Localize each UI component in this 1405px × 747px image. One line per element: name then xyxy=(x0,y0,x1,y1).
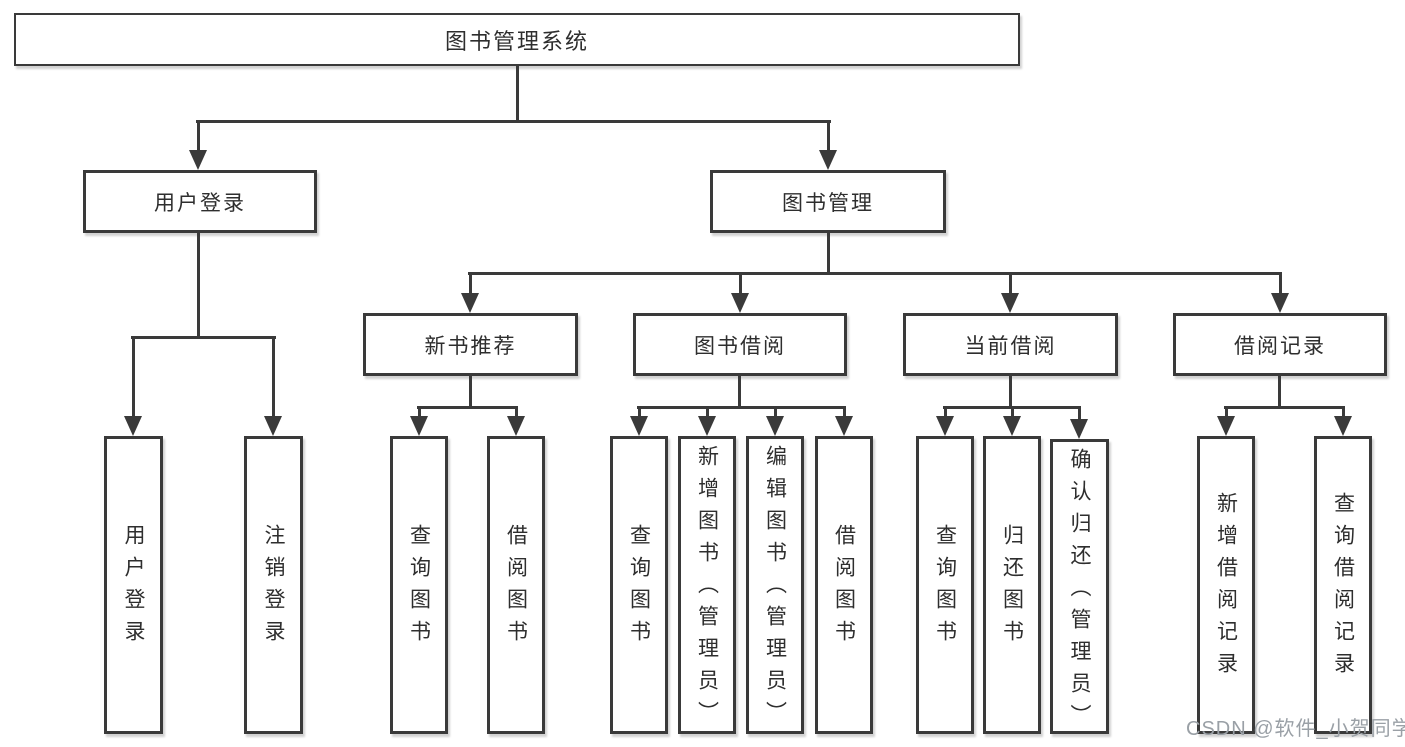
leaf-user-login-label: 用户登录 xyxy=(122,524,145,652)
connector-line xyxy=(827,232,830,275)
connector-line xyxy=(131,337,135,418)
leaf-query-books-recommend: 查询图书 xyxy=(390,436,448,734)
leaf-confirm-return-admin: 确认归还（管理员） xyxy=(1050,439,1109,736)
connector-line xyxy=(417,406,518,409)
node-book-management-label: 图书管理 xyxy=(782,191,874,215)
leaf-user-login: 用户登录 xyxy=(104,436,163,734)
connector-line xyxy=(1278,273,1282,295)
connector-line xyxy=(1341,407,1345,418)
connector-line xyxy=(468,273,472,295)
leaf-borrow-books-recommend: 借阅图书 xyxy=(487,436,545,734)
connector-line xyxy=(773,407,777,418)
node-book-borrowing: 图书借阅 xyxy=(633,313,847,376)
arrowhead-icon xyxy=(936,416,954,436)
connector-line xyxy=(131,336,276,339)
arrowhead-icon xyxy=(766,416,784,436)
node-book-borrowing-label: 图书借阅 xyxy=(694,334,786,358)
leaf-borrow-books-borrowing: 借阅图书 xyxy=(815,436,873,734)
connector-line xyxy=(842,407,846,418)
node-user-login-label: 用户登录 xyxy=(154,191,246,215)
arrowhead-icon xyxy=(1070,419,1088,439)
connector-line xyxy=(1278,376,1281,409)
connector-line xyxy=(417,407,421,418)
connector-line xyxy=(468,272,1282,275)
arrowhead-icon xyxy=(698,416,716,436)
arrowhead-icon xyxy=(410,416,428,436)
arrowhead-icon xyxy=(507,416,525,436)
arrowhead-icon xyxy=(1217,416,1235,436)
leaf-add-borrow-record: 新增借阅记录 xyxy=(1197,436,1255,734)
connector-line xyxy=(1077,407,1081,421)
node-user-login: 用户登录 xyxy=(83,170,317,233)
connector-line xyxy=(516,66,519,122)
connector-line xyxy=(1008,273,1012,295)
arrowhead-icon xyxy=(461,293,479,313)
connector-line xyxy=(705,407,709,418)
connector-line xyxy=(637,406,846,409)
node-borrowing-records: 借阅记录 xyxy=(1173,313,1387,376)
connector-line xyxy=(738,376,741,409)
leaf-query-borrow-record: 查询借阅记录 xyxy=(1314,436,1372,734)
leaf-query-books-current-label: 查询图书 xyxy=(933,524,957,652)
arrowhead-icon xyxy=(630,416,648,436)
node-current-borrowing: 当前借阅 xyxy=(903,313,1118,376)
arrowhead-icon xyxy=(1001,293,1019,313)
arrowhead-icon xyxy=(835,416,853,436)
connector-line xyxy=(738,273,742,295)
leaf-query-books-current: 查询图书 xyxy=(916,436,974,734)
arrowhead-icon xyxy=(124,416,142,436)
arrowhead-icon xyxy=(1271,293,1289,313)
leaf-query-books-borrowing-label: 查询图书 xyxy=(627,524,651,652)
leaf-borrow-books-borrowing-label: 借阅图书 xyxy=(832,524,856,652)
connector-line xyxy=(514,407,518,418)
leaf-add-borrow-record-label: 新增借阅记录 xyxy=(1214,492,1238,684)
node-root-label: 图书管理系统 xyxy=(444,28,589,54)
node-root: 图书管理系统 xyxy=(14,13,1020,66)
arrowhead-icon xyxy=(189,150,207,170)
arrowhead-icon xyxy=(1003,416,1021,436)
node-current-borrowing-label: 当前借阅 xyxy=(964,334,1057,358)
connector-line xyxy=(943,407,947,418)
node-book-management: 图书管理 xyxy=(710,170,946,233)
connector-line xyxy=(637,407,641,418)
connector-line xyxy=(1224,407,1228,418)
connector-line xyxy=(1010,407,1014,418)
arrowhead-icon xyxy=(264,416,282,436)
leaf-return-books-label: 归还图书 xyxy=(1000,524,1024,652)
leaf-return-books: 归还图书 xyxy=(983,436,1041,734)
connector-line xyxy=(1009,376,1012,409)
connector-line xyxy=(196,120,831,123)
leaf-query-borrow-record-label: 查询借阅记录 xyxy=(1331,492,1355,684)
connector-line xyxy=(826,120,830,152)
node-new-book-recommend: 新书推荐 xyxy=(363,313,578,376)
leaf-add-book-admin-label: 新增图书（管理员） xyxy=(695,445,719,733)
connector-line xyxy=(196,120,200,152)
connector-line xyxy=(197,232,200,339)
leaf-add-book-admin: 新增图书（管理员） xyxy=(678,436,736,734)
leaf-confirm-return-admin-label: 确认归还（管理员） xyxy=(1068,448,1091,736)
leaf-logout-login: 注销登录 xyxy=(244,436,303,734)
leaf-query-books-recommend-label: 查询图书 xyxy=(407,524,431,652)
node-borrowing-records-label: 借阅记录 xyxy=(1234,334,1326,358)
leaf-edit-book-admin-label: 编辑图书（管理员） xyxy=(763,445,787,733)
connector-line xyxy=(271,337,275,418)
connector-line xyxy=(1224,406,1345,409)
connector-line xyxy=(469,376,472,409)
arrowhead-icon xyxy=(731,293,749,313)
node-new-book-recommend-label: 新书推荐 xyxy=(424,334,517,358)
leaf-logout-login-label: 注销登录 xyxy=(262,524,285,652)
watermark: CSDN @软件_小贺同学 xyxy=(1186,718,1405,740)
leaf-query-books-borrowing: 查询图书 xyxy=(610,436,668,734)
leaf-edit-book-admin: 编辑图书（管理员） xyxy=(746,436,804,734)
arrowhead-icon xyxy=(1334,416,1352,436)
leaf-borrow-books-recommend-label: 借阅图书 xyxy=(504,524,528,652)
arrowhead-icon xyxy=(819,150,837,170)
